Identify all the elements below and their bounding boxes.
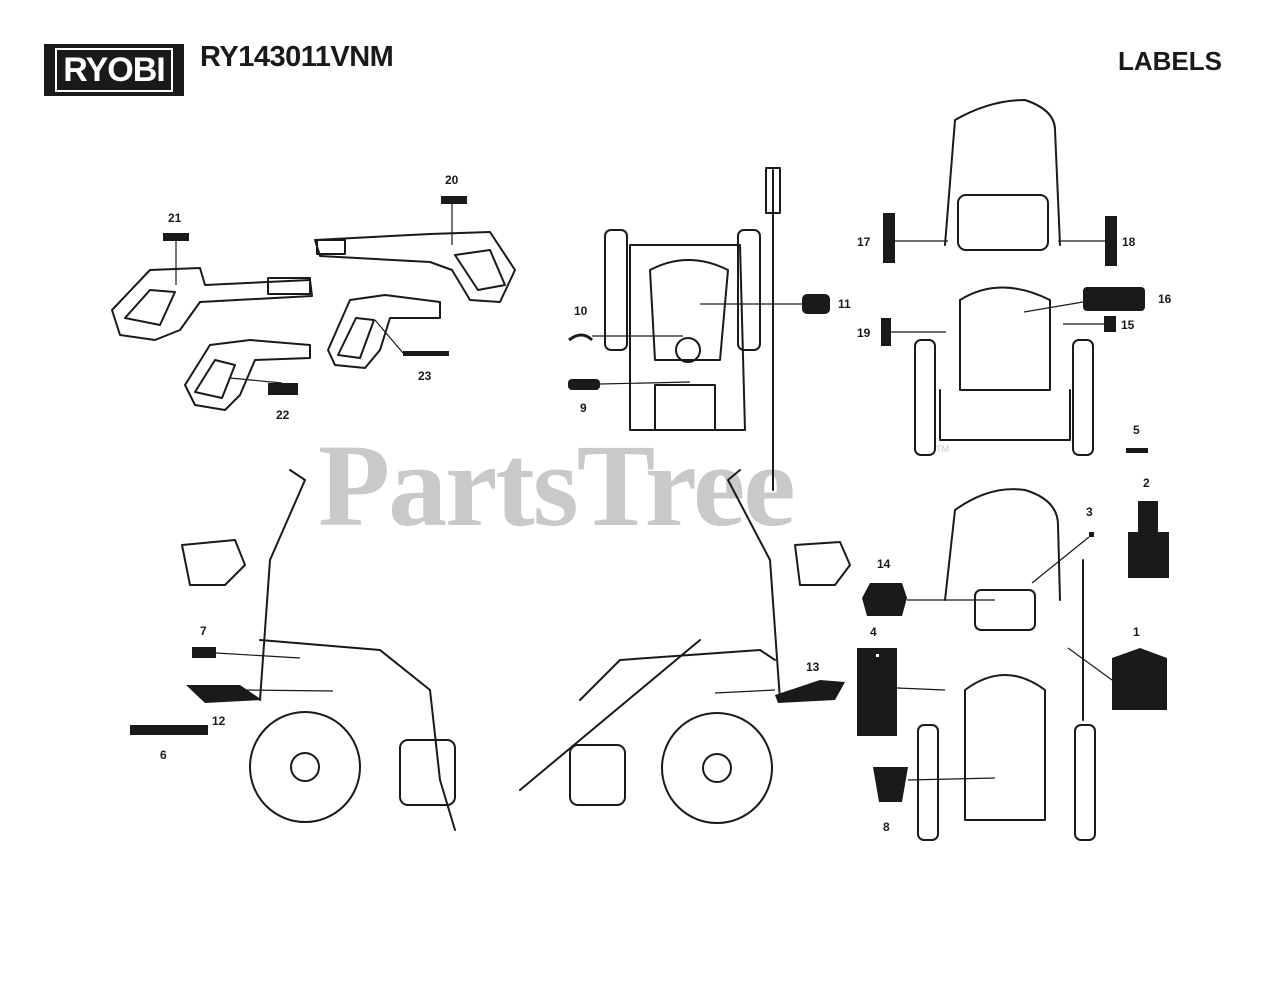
label-swatch-21 (163, 233, 189, 241)
ryobi-logo: RYOBI (44, 44, 184, 96)
label-swatch-22 (268, 383, 298, 395)
label-swatch-1 (1112, 648, 1167, 710)
label-swatch-19 (881, 318, 891, 346)
spray-gun-22 (184, 339, 311, 411)
label-swatch-14 (862, 583, 907, 616)
label-swatch-7 (192, 647, 216, 658)
top-view-unit (914, 99, 1094, 456)
callout-5: 5 (1133, 423, 1140, 437)
spray-gun-20 (314, 231, 516, 303)
callout-3: 3 (1086, 505, 1093, 519)
front-view-unit (604, 167, 781, 491)
label-swatch-18 (1105, 216, 1117, 266)
label-swatch-20 (441, 196, 467, 204)
callout-19: 19 (857, 326, 871, 340)
label-swatch-3 (1089, 532, 1094, 537)
logo-text: RYOBI (55, 48, 173, 92)
callout-17: 17 (857, 235, 871, 249)
callout-20: 20 (445, 173, 459, 187)
label-swatch-4-hole (876, 654, 879, 657)
callout-16: 16 (1158, 292, 1172, 306)
callout-6: 6 (160, 748, 167, 762)
spray-gun-23 (327, 294, 441, 369)
callout-21: 21 (168, 211, 182, 225)
callout-10: 10 (574, 304, 588, 318)
label-swatch-13 (775, 680, 845, 703)
callout-23: 23 (418, 369, 432, 383)
watermark: PartsTree (318, 420, 796, 551)
watermark-tm: TM (936, 444, 949, 454)
label-swatch-16 (1083, 287, 1145, 311)
right-side-view (519, 469, 851, 824)
section-title: LABELS (1118, 46, 1222, 76)
leader-lines (175, 204, 1113, 781)
callout-9: 9 (580, 401, 587, 415)
label-swatch-11 (802, 294, 830, 314)
callout-15: 15 (1121, 318, 1135, 332)
label-swatch-5 (1126, 448, 1148, 453)
callout-14: 14 (877, 557, 891, 571)
spray-gun-21 (111, 267, 313, 341)
model-number: RY143011VNM (200, 41, 394, 73)
label-swatch-10 (568, 333, 594, 342)
label-swatch-17 (883, 213, 895, 263)
rear-view-unit (917, 488, 1096, 841)
label-swatches (130, 196, 1169, 802)
label-swatch-4 (857, 648, 897, 736)
label-swatch-15 (1104, 316, 1116, 332)
callout-12: 12 (212, 714, 226, 728)
callout-4: 4 (870, 625, 877, 639)
label-swatch-6 (130, 725, 208, 735)
label-swatch-12 (186, 685, 262, 703)
label-swatch-9 (568, 379, 600, 390)
callout-7: 7 (200, 624, 207, 638)
callout-2: 2 (1143, 476, 1150, 490)
label-swatch-8 (873, 767, 908, 802)
label-swatch-23 (403, 351, 449, 356)
callout-1: 1 (1133, 625, 1140, 639)
callout-22: 22 (276, 408, 290, 422)
callout-13: 13 (806, 660, 820, 674)
callout-11: 11 (838, 297, 851, 311)
label-swatch-2 (1128, 501, 1169, 578)
left-side-view (181, 469, 456, 831)
callout-8: 8 (883, 820, 890, 834)
callout-18: 18 (1122, 235, 1136, 249)
